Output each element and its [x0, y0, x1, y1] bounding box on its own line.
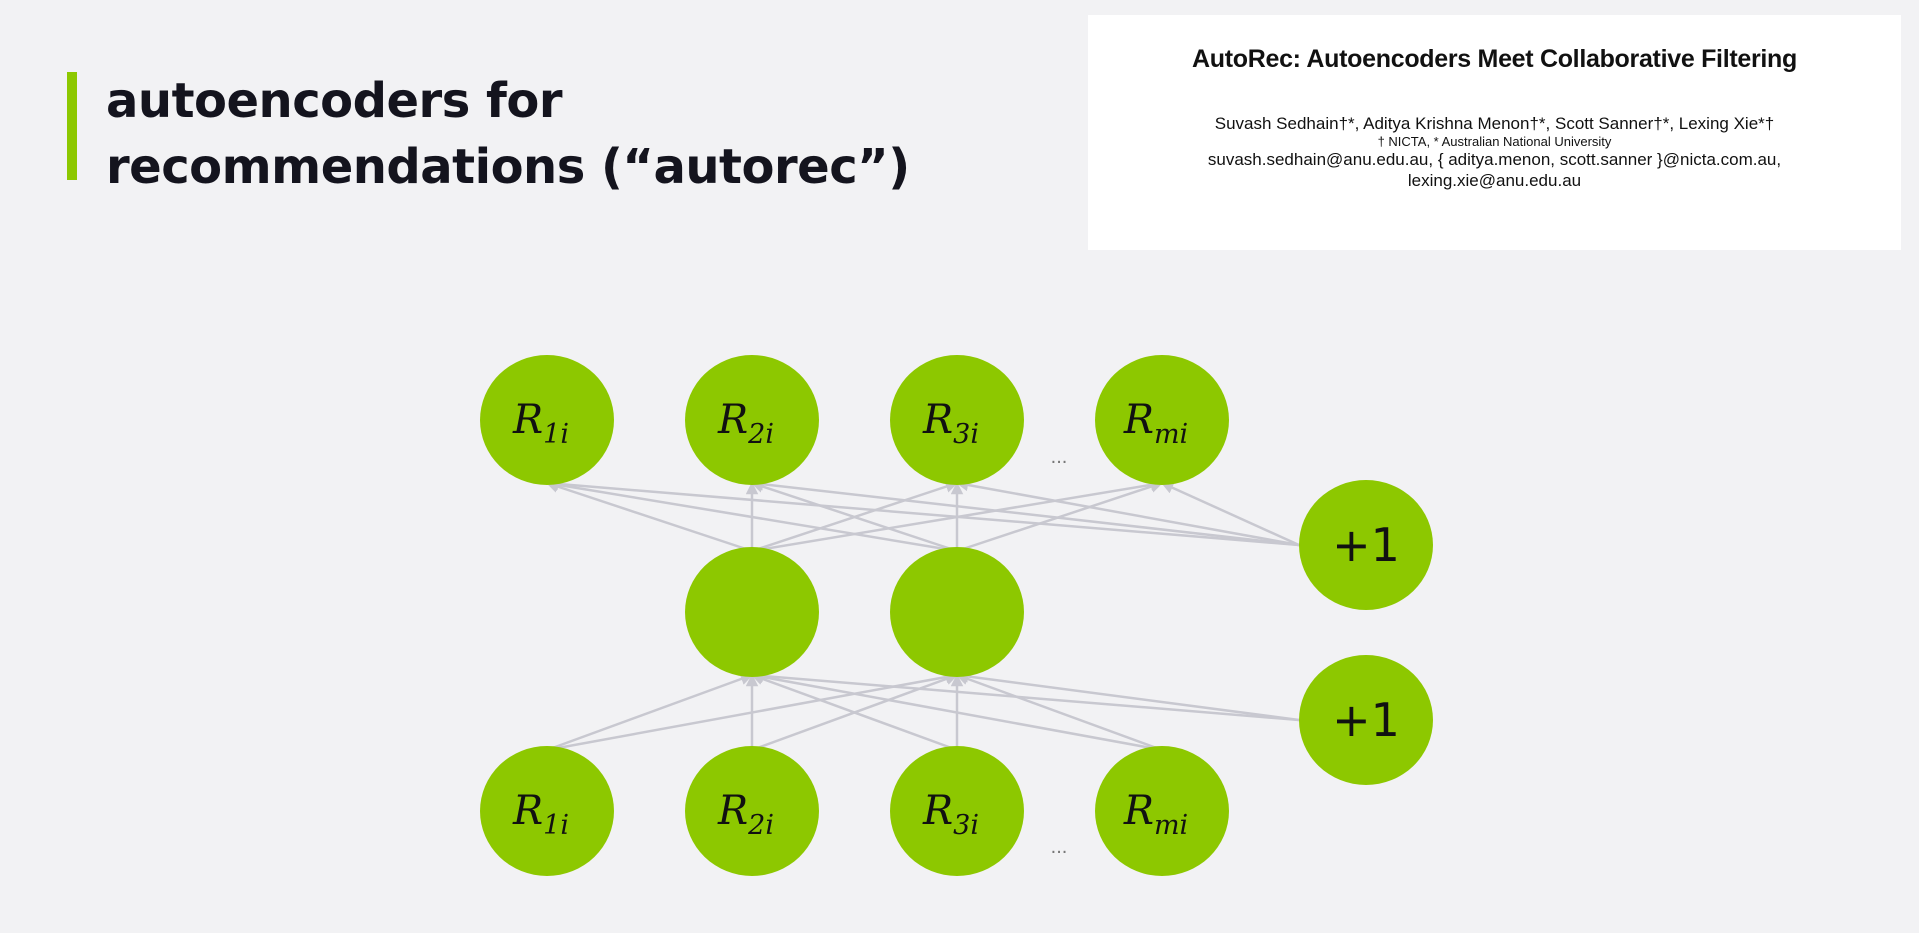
node-circle — [480, 746, 614, 876]
input-node-2: R2i — [685, 746, 819, 876]
node-label: R1i — [512, 788, 569, 841]
slide-title-line-2: recommendations (“autorec”) — [106, 139, 910, 195]
paper-affiliations: † NICTA, * Australian National Universit… — [1377, 134, 1612, 149]
edge-input-1-to-hidden-1 — [546, 672, 754, 752]
slide-title-line-1: autoencoders for — [106, 73, 563, 129]
edge-hidden-2-to-output-1 — [545, 478, 958, 553]
output-node-1: R1i — [480, 355, 614, 485]
title-accent-bar — [67, 72, 77, 180]
edge-hidden-1-to-output-1 — [545, 480, 753, 553]
bias-node-2: +1 — [1299, 655, 1433, 785]
paper-title: AutoRec: Autoencoders Meet Collaborative… — [1192, 45, 1797, 73]
node-circle — [685, 355, 819, 485]
node-label: R2i — [717, 397, 774, 450]
node-label: R1i — [512, 397, 569, 450]
output-node-4: Rmi — [1095, 355, 1229, 485]
node-circle — [890, 355, 1024, 485]
output-node-2: R2i — [685, 355, 819, 485]
node-label: R2i — [717, 788, 774, 841]
bias-label: +1 — [1332, 518, 1400, 572]
node-circle — [890, 547, 1024, 677]
node-circle — [1095, 746, 1229, 876]
ellipsis-1: ... — [1051, 446, 1068, 468]
paper-emails-line-1: suvash.sedhain@anu.edu.au, { aditya.meno… — [1207, 150, 1782, 169]
node-label: Rmi — [1123, 397, 1188, 450]
bias-label: +1 — [1332, 693, 1400, 747]
edge-input-4-to-hidden-1 — [750, 670, 1163, 752]
node-circle — [890, 746, 1024, 876]
input-node-4: Rmi — [1095, 746, 1229, 876]
node-label: Rmi — [1123, 788, 1188, 841]
edge-bias-to-output-2 — [750, 478, 1300, 547]
edges — [545, 477, 1300, 752]
output-node-3: R3i — [890, 355, 1024, 485]
paper-emails-line-2: lexing.xie@anu.edu.au — [1407, 171, 1582, 190]
edge-input-3-to-hidden-1 — [750, 672, 958, 752]
node-label: R3i — [922, 788, 979, 841]
edge-bias-to-output-4 — [1160, 481, 1300, 547]
edge-bias-to-output-1 — [545, 477, 1300, 547]
edge-bias-to-output-3 — [955, 478, 1300, 547]
node-circle — [685, 547, 819, 677]
slide-title: autoencoders for recommendations (“autor… — [106, 68, 910, 200]
node-circle — [480, 355, 614, 485]
paper-header-image: AutoRec: Autoencoders Meet Collaborative… — [1088, 15, 1901, 250]
hidden-node-2 — [890, 547, 1024, 677]
edge-bias-to-hidden-2 — [955, 670, 1300, 722]
node-circle — [685, 746, 819, 876]
node-label: R3i — [922, 397, 979, 450]
input-node-1: R1i — [480, 746, 614, 876]
hidden-node-1 — [685, 547, 819, 677]
edge-input-4-to-hidden-2 — [955, 672, 1163, 752]
paper-authors: Suvash Sedhain†*, Aditya Krishna Menon†*… — [1214, 114, 1775, 133]
input-node-3: R3i — [890, 746, 1024, 876]
bias-node-1: +1 — [1299, 480, 1433, 610]
edge-hidden-2-to-output-2 — [750, 480, 958, 553]
ellipsis-2: ... — [1051, 836, 1068, 858]
edge-bias-to-hidden-1 — [750, 669, 1300, 722]
node-circle — [1095, 355, 1229, 485]
